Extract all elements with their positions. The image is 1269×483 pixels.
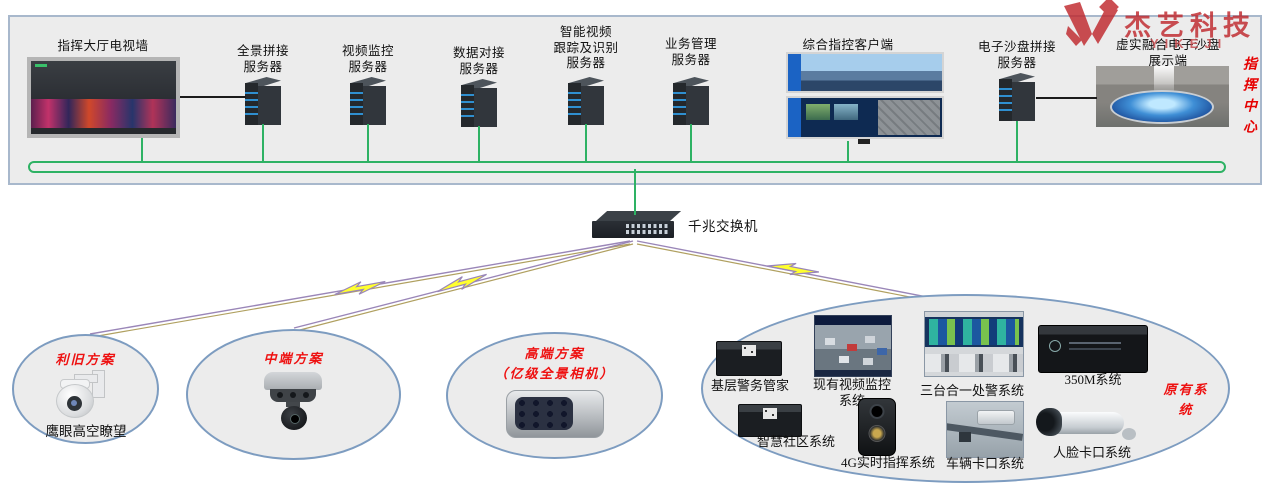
bus-drop-line [262,124,264,162]
lightning-bolt-icon [766,262,820,276]
label-face-checkpoint: 人脸卡口系统 [1052,445,1131,460]
label-350m: 350M系统 [1064,372,1122,387]
panoramic-ptz-camera-icon [264,372,322,432]
4g-bodycam-icon [858,398,896,456]
label-pano-server: 全景拼接 服务器 [236,44,289,74]
sandbox-display-icon [1096,66,1229,127]
label-data-server: 数据对接 服务器 [452,46,505,76]
network-bus-line [28,161,1226,173]
server-tower-icon [461,79,497,127]
server-tower-icon [350,77,386,125]
server-sandbox-cable [1036,97,1097,99]
server-tower-icon [999,73,1035,121]
server-tower-icon [245,77,281,125]
bus-drop-line [1016,121,1018,162]
ptz-dome-camera-icon [54,370,114,418]
caption-eagle-eye: 鹰眼高空瞭望 [45,424,127,439]
company-logo: 杰艺科技 YIKEJI [1062,0,1268,60]
command-center-panel [8,15,1262,185]
lightning-bolt-icon [437,273,487,293]
title-mid-solution: 中端方案 [263,351,324,366]
label-sandbox-server: 电子沙盘拼接 服务器 [977,40,1056,70]
switch-ports [626,230,670,234]
label-video-server: 视频监控 服务器 [341,44,394,74]
face-checkpoint-camera-icon [1036,406,1140,446]
label-police-butler: 基层警务管家 [710,378,789,393]
label-smart-community: 智慧社区系统 [756,434,835,449]
logo-v-emblem [1064,0,1119,46]
label-client: 综合指控客户端 [802,38,894,52]
monitor-stand [858,139,870,144]
smart-community-device-icon [738,404,802,437]
label-biz-server: 业务管理 服务器 [664,37,717,67]
label-vehicle-checkpoint: 车辆卡口系统 [945,456,1024,471]
label-three-in-one: 三台合一处警系统 [919,383,1024,398]
logo-name: 杰艺科技 [1124,11,1256,41]
title-reuse-solution: 利旧方案 [55,352,116,367]
client-monitor-top-icon [786,52,944,93]
title-legacy-systems: 原有系统 [1163,382,1209,417]
switch-ports [626,224,670,228]
switch-icon-front [592,221,674,238]
tvwall-server-cable [180,96,246,98]
label-sandbox-display: 虚实融合电子沙盘 展示端 [1115,38,1220,68]
client-monitor-bottom-icon [786,96,944,139]
bus-drop-line [141,138,143,162]
label-switch: 千兆交换机 [688,219,758,234]
logo-latin: YIKEJI [1150,36,1228,51]
region-label-command-center: 指挥中心 [1241,56,1256,140]
bus-drop-line [367,124,369,162]
bus-drop-line [847,141,849,162]
video-surveillance-screenshot-icon [814,315,892,377]
label-4g-command: 4G实时指挥系统 [841,455,935,470]
bus-to-switch-line [634,169,636,215]
lightning-bolt-icon [334,280,386,296]
title-high-solution: 高端方案 （亿级全景相机） [494,346,615,381]
gigapixel-array-camera-icon [506,390,604,438]
police-butler-device-icon [716,341,782,376]
label-ai-server: 智能视频 跟踪及识别 服务器 [553,25,619,71]
vehicle-checkpoint-photo-icon [946,401,1024,458]
server-tower-icon [673,77,709,125]
server-tower-icon [568,77,604,125]
radio-350m-device-icon [1038,325,1148,373]
label-tv-wall: 指挥大厅电视墙 [57,39,149,53]
bus-drop-line [478,126,480,162]
tv-wall-icon [27,57,180,138]
bus-drop-line [585,124,587,162]
bus-drop-line [690,124,692,162]
dispatch-room-photo-icon [924,311,1024,377]
